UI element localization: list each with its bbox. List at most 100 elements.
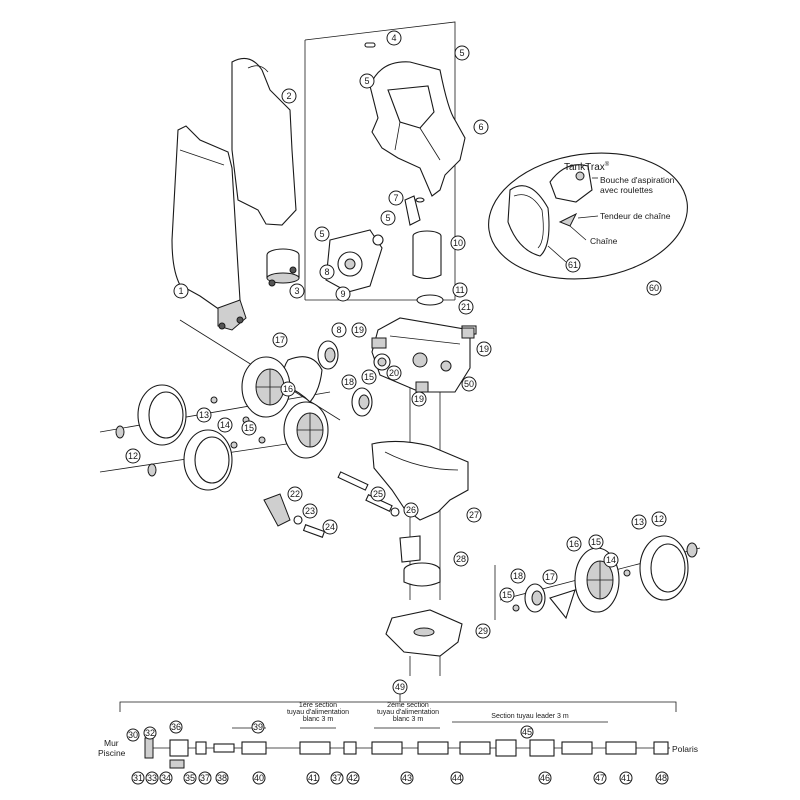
callout-circle xyxy=(370,486,386,502)
callout-number: 5 xyxy=(364,76,369,86)
callout-circle xyxy=(450,235,466,251)
tanktrax-inset xyxy=(488,152,688,280)
callout-circle xyxy=(619,771,633,785)
callout-circle xyxy=(520,725,534,739)
callout-number: 17 xyxy=(275,335,285,345)
callout-8a: 8 xyxy=(319,264,335,280)
callout-number: 23 xyxy=(305,506,315,516)
callout-circle xyxy=(241,420,257,436)
callout-circle xyxy=(331,322,347,338)
callout-circle xyxy=(272,332,288,348)
callout-18b: 18 xyxy=(510,568,526,584)
callout-number: 30 xyxy=(128,730,138,740)
callout-13a: 13 xyxy=(196,407,212,423)
section-1-line-2: tuyau d'alimentation xyxy=(287,709,349,716)
callout-46: 46 xyxy=(538,771,552,785)
callout-number: 5 xyxy=(385,213,390,223)
callout-22: 22 xyxy=(287,486,303,502)
callout-number: 12 xyxy=(128,451,138,461)
part-6-top-cover xyxy=(364,42,466,197)
callout-circle xyxy=(473,119,489,135)
mur-label-1: Mur xyxy=(104,738,119,748)
callout-number: 41 xyxy=(308,773,318,783)
callout-circle xyxy=(593,771,607,785)
callout-circle xyxy=(359,73,375,89)
callout-number: 8 xyxy=(336,325,341,335)
callout-circle xyxy=(452,282,468,298)
callout-number: 37 xyxy=(332,773,342,783)
callout-circle xyxy=(453,551,469,567)
callout-39: 39 xyxy=(251,720,265,734)
callout-49: 49 xyxy=(392,679,408,695)
callout-circle xyxy=(510,568,526,584)
callout-31: 31 xyxy=(131,771,145,785)
callout-16a: 16 xyxy=(280,381,296,397)
callout-19a: 19 xyxy=(351,322,367,338)
callout-circle xyxy=(252,771,266,785)
callout-number: 15 xyxy=(364,372,374,382)
callout-16b: 16 xyxy=(566,536,582,552)
callout-36: 36 xyxy=(169,720,183,734)
callout-number: 2 xyxy=(286,91,291,101)
callout-circle xyxy=(403,502,419,518)
callout-44: 44 xyxy=(450,771,464,785)
callout-number: 4 xyxy=(391,33,396,43)
callout-number: 40 xyxy=(254,773,264,783)
tanktrax-reg: ® xyxy=(605,161,610,168)
callout-number: 20 xyxy=(389,368,399,378)
callout-circle xyxy=(458,299,474,315)
leader-section-label: Section tuyau leader 3 m xyxy=(491,713,569,720)
tanktrax-tendeur: Tendeur de chaîne xyxy=(600,211,671,221)
callout-15b: 15 xyxy=(361,369,377,385)
callout-number: 26 xyxy=(406,505,416,515)
callout-27: 27 xyxy=(466,507,482,523)
callout-circle xyxy=(351,322,367,338)
tanktrax-title: TankTrax xyxy=(564,162,605,173)
callout-12b: 12 xyxy=(651,511,667,527)
callout-number: 8 xyxy=(324,267,329,277)
callout-number: 41 xyxy=(621,773,631,783)
callout-60: 60 xyxy=(646,280,662,296)
callout-15d: 15 xyxy=(499,587,515,603)
callout-13b: 13 xyxy=(631,514,647,530)
part-9-gear-motor xyxy=(325,229,384,293)
callout-circle xyxy=(251,720,265,734)
callout-number: 25 xyxy=(373,489,383,499)
mur-label-2: Piscine xyxy=(98,748,126,758)
callout-circle xyxy=(126,728,140,742)
callout-number: 48 xyxy=(657,773,667,783)
callout-circle xyxy=(603,552,619,568)
callout-circle xyxy=(361,369,377,385)
part-10-column xyxy=(404,195,442,280)
callout-circle xyxy=(392,679,408,695)
callout-number: 15 xyxy=(502,590,512,600)
callout-5b: 5 xyxy=(359,73,375,89)
callout-circle xyxy=(476,341,492,357)
callout-4: 4 xyxy=(386,30,402,46)
callout-circle xyxy=(655,771,669,785)
callout-9: 9 xyxy=(335,286,351,302)
callout-number: 14 xyxy=(606,555,616,565)
callout-number: 46 xyxy=(540,773,550,783)
callout-circle xyxy=(306,771,320,785)
callout-circle xyxy=(461,376,477,392)
callout-number: 34 xyxy=(161,773,171,783)
callout-24: 24 xyxy=(322,519,338,535)
callout-19c: 19 xyxy=(411,391,427,407)
callout-circle xyxy=(280,381,296,397)
callout-19b: 19 xyxy=(476,341,492,357)
callout-circle xyxy=(217,417,233,433)
callout-42: 42 xyxy=(346,771,360,785)
section-2-line-1: 2ème section xyxy=(387,702,429,709)
callout-circle xyxy=(281,88,297,104)
callout-14a: 14 xyxy=(217,417,233,433)
callout-circle xyxy=(454,45,470,61)
callout-number: 35 xyxy=(185,773,195,783)
callout-number: 3 xyxy=(294,286,299,296)
callout-circle xyxy=(143,726,157,740)
callout-circle xyxy=(125,448,141,464)
callout-circle xyxy=(198,771,212,785)
callout-48: 48 xyxy=(655,771,669,785)
tanktrax-bouche-2: avec roulettes xyxy=(600,185,653,195)
callout-number: 7 xyxy=(393,193,398,203)
